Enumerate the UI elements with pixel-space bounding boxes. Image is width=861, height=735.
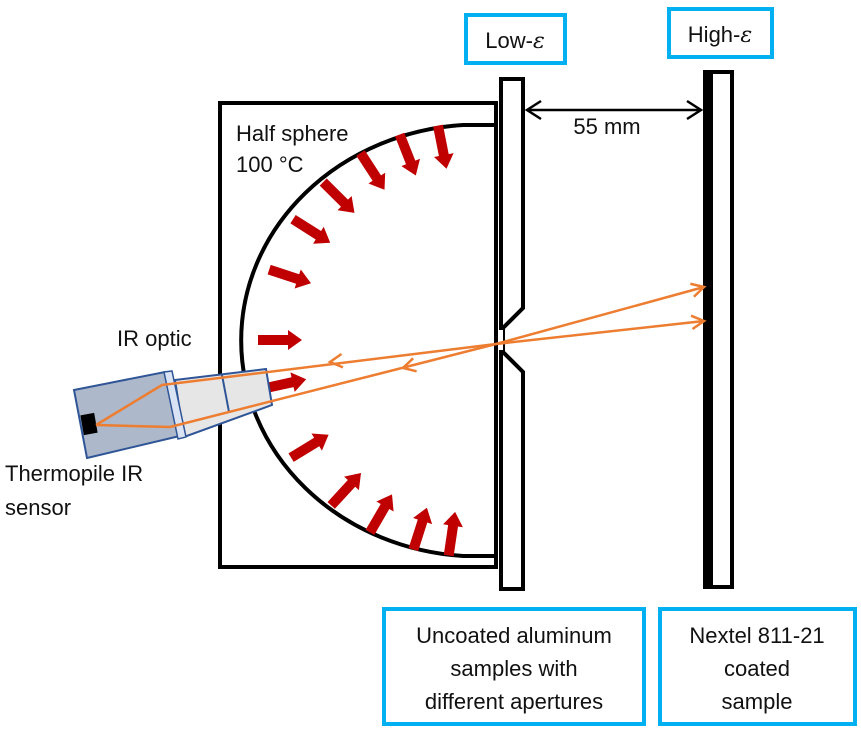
distance-label: 55 mm bbox=[573, 114, 640, 139]
sensor-label-line2: sensor bbox=[5, 495, 71, 520]
nextel-coating-layer bbox=[703, 72, 713, 587]
high-emissivity-box-frame bbox=[667, 7, 774, 59]
ray-to-sample-upper bbox=[495, 285, 705, 346]
half-sphere-label: Half sphere bbox=[236, 121, 349, 146]
low-emissivity-sample-plate bbox=[499, 77, 525, 591]
dimension-arrowhead-right-icon bbox=[686, 99, 704, 121]
high-emissivity-label-box: High-ε bbox=[667, 7, 774, 59]
heat-radiation-arrow-icon bbox=[290, 215, 331, 244]
nextel-coated-box-frame bbox=[658, 607, 857, 726]
low-emissivity-label-box: Low-ε bbox=[464, 13, 567, 65]
distance-dimension: 55 mm bbox=[524, 99, 704, 139]
ir-rays bbox=[95, 282, 707, 429]
sensor-label-line1: Thermopile IR bbox=[5, 461, 143, 486]
thermopile-ir-sensor-chip bbox=[80, 412, 98, 436]
heat-radiation-arrow-icon bbox=[319, 178, 355, 213]
heat-radiation-arrow-icon bbox=[433, 124, 454, 169]
low-emissivity-box-frame bbox=[464, 13, 567, 65]
enclosure-box bbox=[218, 101, 498, 569]
ray-sensor-upper bbox=[95, 383, 163, 427]
nextel-box-line2: coated bbox=[724, 656, 790, 681]
heat-radiation-arrow-icon bbox=[267, 264, 311, 289]
low-emissivity-label: Low-ε bbox=[485, 28, 545, 54]
ray-direction-arrowhead-icon bbox=[690, 282, 707, 298]
ray-direction-arrowhead-icon bbox=[327, 352, 344, 369]
nextel-box-line3: sample bbox=[722, 689, 793, 714]
nextel-box-line1: Nextel 811-21 bbox=[689, 623, 824, 648]
optic-lens bbox=[163, 370, 187, 440]
uncoated-box-line3: different apertures bbox=[425, 689, 603, 714]
ir-optic-tube-joint bbox=[221, 374, 230, 413]
heat-radiation-arrow-icon bbox=[327, 473, 361, 509]
heat-radiation-arrow-icon bbox=[443, 511, 463, 557]
nextel-coated-box: Nextel 811-21 coated sample bbox=[658, 607, 857, 726]
ray-upper bbox=[161, 342, 497, 387]
half-sphere-arc bbox=[239, 123, 494, 558]
ir-optic bbox=[173, 367, 274, 439]
heat-radiation-arrow-icon bbox=[365, 494, 394, 535]
heat-radiation-arrow-icon bbox=[395, 132, 420, 176]
dimension-arrowhead-left-icon bbox=[524, 99, 542, 121]
ray-sensor-lower bbox=[95, 423, 171, 429]
heat-radiation-arrow-icon bbox=[288, 433, 329, 462]
ray-to-sample-lower bbox=[495, 319, 705, 346]
ray-direction-arrowhead-icon bbox=[690, 314, 707, 331]
high-emissivity-label: High-ε bbox=[688, 22, 752, 48]
uncoated-aluminum-box-frame bbox=[382, 607, 646, 726]
half-sphere-temperature: 100 °C bbox=[236, 152, 304, 177]
uncoated-box-line1: Uncoated aluminum bbox=[416, 623, 612, 648]
heat-radiation-arrow-icon bbox=[408, 507, 433, 552]
heat-radiation-arrow-icon bbox=[356, 150, 386, 190]
uncoated-aluminum-box: Uncoated aluminum samples with different… bbox=[382, 607, 646, 726]
heat-radiation-arrow-icon bbox=[262, 372, 307, 394]
ray-direction-arrowhead-icon bbox=[400, 357, 417, 373]
ir-optic-label: IR optic bbox=[117, 326, 192, 351]
heat-radiation-arrows bbox=[258, 124, 463, 557]
ray-lower bbox=[169, 342, 497, 429]
thermopile-sensor bbox=[72, 370, 187, 460]
uncoated-box-line2: samples with bbox=[450, 656, 577, 681]
heat-radiation-arrow-icon bbox=[258, 330, 302, 350]
